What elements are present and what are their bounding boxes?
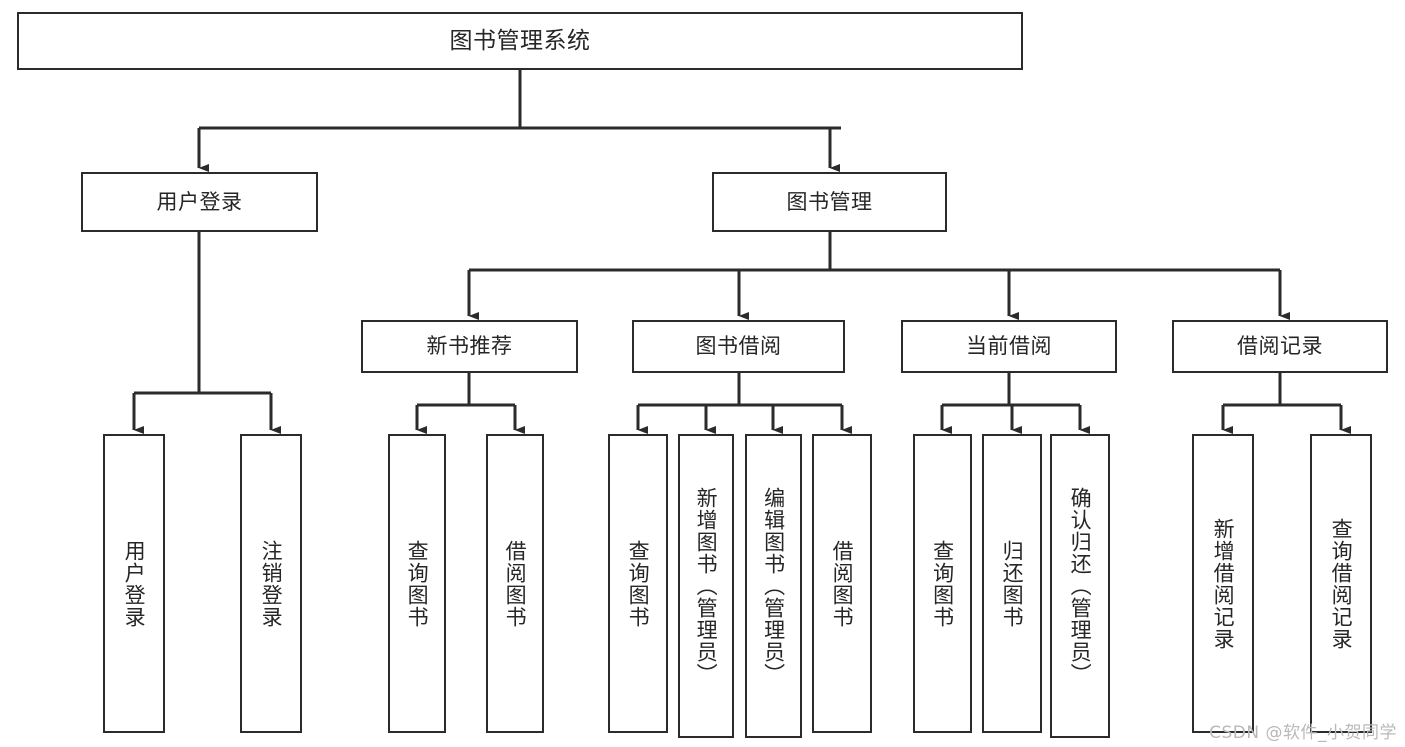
node-leaf-confirm-return[interactable]: 确认归还（管理员） [1050,434,1110,738]
node-root-label: 图书管理系统 [449,27,591,54]
node-leaf-user-logout-label: 注销登录 [259,539,284,628]
node-new-book-recommend-label: 新书推荐 [426,334,513,359]
node-leaf-add-book-label: 新增图书（管理员） [694,487,719,685]
node-leaf-confirm-return-label: 确认归还（管理员） [1068,487,1093,685]
node-leaf-user-logout[interactable]: 注销登录 [240,434,302,733]
node-current-borrow-label: 当前借阅 [966,334,1052,359]
node-leaf-return-book[interactable]: 归还图书 [982,434,1042,733]
node-leaf-edit-book-label: 编辑图书（管理员） [761,487,786,685]
node-leaf-user-login-label: 用户登录 [122,539,147,628]
node-borrow-record[interactable]: 借阅记录 [1172,320,1388,373]
node-root[interactable]: 图书管理系统 [17,12,1023,70]
node-leaf-add-record-label: 新增借阅记录 [1211,517,1236,650]
node-leaf-edit-book[interactable]: 编辑图书（管理员） [745,434,802,738]
node-current-borrow[interactable]: 当前借阅 [901,320,1117,373]
node-leaf-query-book-current-label: 查询图书 [930,539,955,628]
node-leaf-add-book[interactable]: 新增图书（管理员） [678,434,734,738]
node-user-login-label: 用户登录 [156,189,243,214]
node-leaf-query-book-rec[interactable]: 查询图书 [388,434,446,733]
node-leaf-borrow-book-rec-label: 借阅图书 [503,539,528,628]
node-leaf-query-record[interactable]: 查询借阅记录 [1310,434,1372,733]
node-book-management[interactable]: 图书管理 [712,172,947,232]
node-borrow-record-label: 借阅记录 [1237,334,1323,359]
node-leaf-user-login[interactable]: 用户登录 [103,434,165,733]
node-book-management-label: 图书管理 [786,189,873,214]
node-leaf-borrow-book-label: 借阅图书 [830,539,855,628]
node-leaf-query-book-current[interactable]: 查询图书 [913,434,972,733]
node-user-login[interactable]: 用户登录 [81,172,318,232]
node-leaf-borrow-book[interactable]: 借阅图书 [812,434,872,733]
node-leaf-add-record[interactable]: 新增借阅记录 [1192,434,1254,733]
node-leaf-query-book-borrow-label: 查询图书 [626,539,651,628]
node-leaf-query-book-borrow[interactable]: 查询图书 [608,434,668,733]
node-leaf-query-record-label: 查询借阅记录 [1329,517,1354,650]
node-book-borrow[interactable]: 图书借阅 [632,320,845,373]
node-leaf-return-book-label: 归还图书 [1000,539,1025,628]
node-leaf-query-book-rec-label: 查询图书 [405,539,430,628]
node-leaf-borrow-book-rec[interactable]: 借阅图书 [486,434,544,733]
node-new-book-recommend[interactable]: 新书推荐 [361,320,578,373]
node-book-borrow-label: 图书借阅 [695,334,782,359]
